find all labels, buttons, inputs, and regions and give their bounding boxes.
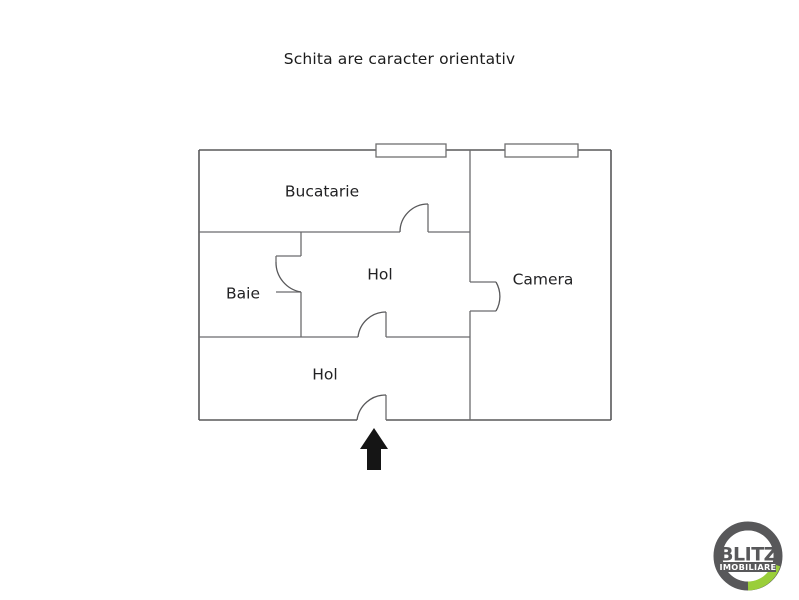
room-label-hol-bottom: Hol — [312, 366, 337, 384]
door-entrance-arc — [356, 394, 387, 421]
room-label-hol-mid: Hol — [367, 266, 392, 284]
room-labels: Bucatarie Baie Hol Hol Camera — [226, 183, 573, 384]
blitz-imobiliare-logo: BLITZ IMOBILIARE — [707, 518, 789, 594]
room-label-camera: Camera — [513, 271, 574, 289]
door-baie-arc — [275, 261, 302, 293]
window-kitchen — [375, 143, 447, 158]
entrance-arrow — [360, 428, 388, 470]
door-baie — [275, 261, 302, 293]
logo-graphic: BLITZ IMOBILIARE — [713, 521, 783, 591]
logo-subtitle-text: IMOBILIARE — [720, 562, 777, 572]
door-camera — [470, 281, 501, 312]
windows — [375, 143, 579, 158]
door-entrance — [356, 394, 387, 421]
logo-brand-text: BLITZ — [719, 544, 777, 566]
door-hol-mid — [357, 311, 387, 338]
room-label-baie: Baie — [226, 285, 260, 303]
door-bucatarie — [399, 203, 429, 233]
door-hol-mid-arc — [357, 311, 387, 338]
interior-walls — [199, 150, 471, 420]
page-title: Schita are caracter orientativ — [283, 50, 516, 68]
door-camera-arc — [495, 281, 501, 312]
logo-subtitle-band — [720, 562, 776, 572]
room-label-bucatarie: Bucatarie — [285, 183, 359, 201]
entrance-arrow-shape — [360, 428, 388, 470]
exterior-walls — [198, 149, 612, 421]
doors — [275, 203, 501, 421]
window-camera — [504, 143, 579, 158]
door-bucatarie-arc — [399, 203, 429, 233]
